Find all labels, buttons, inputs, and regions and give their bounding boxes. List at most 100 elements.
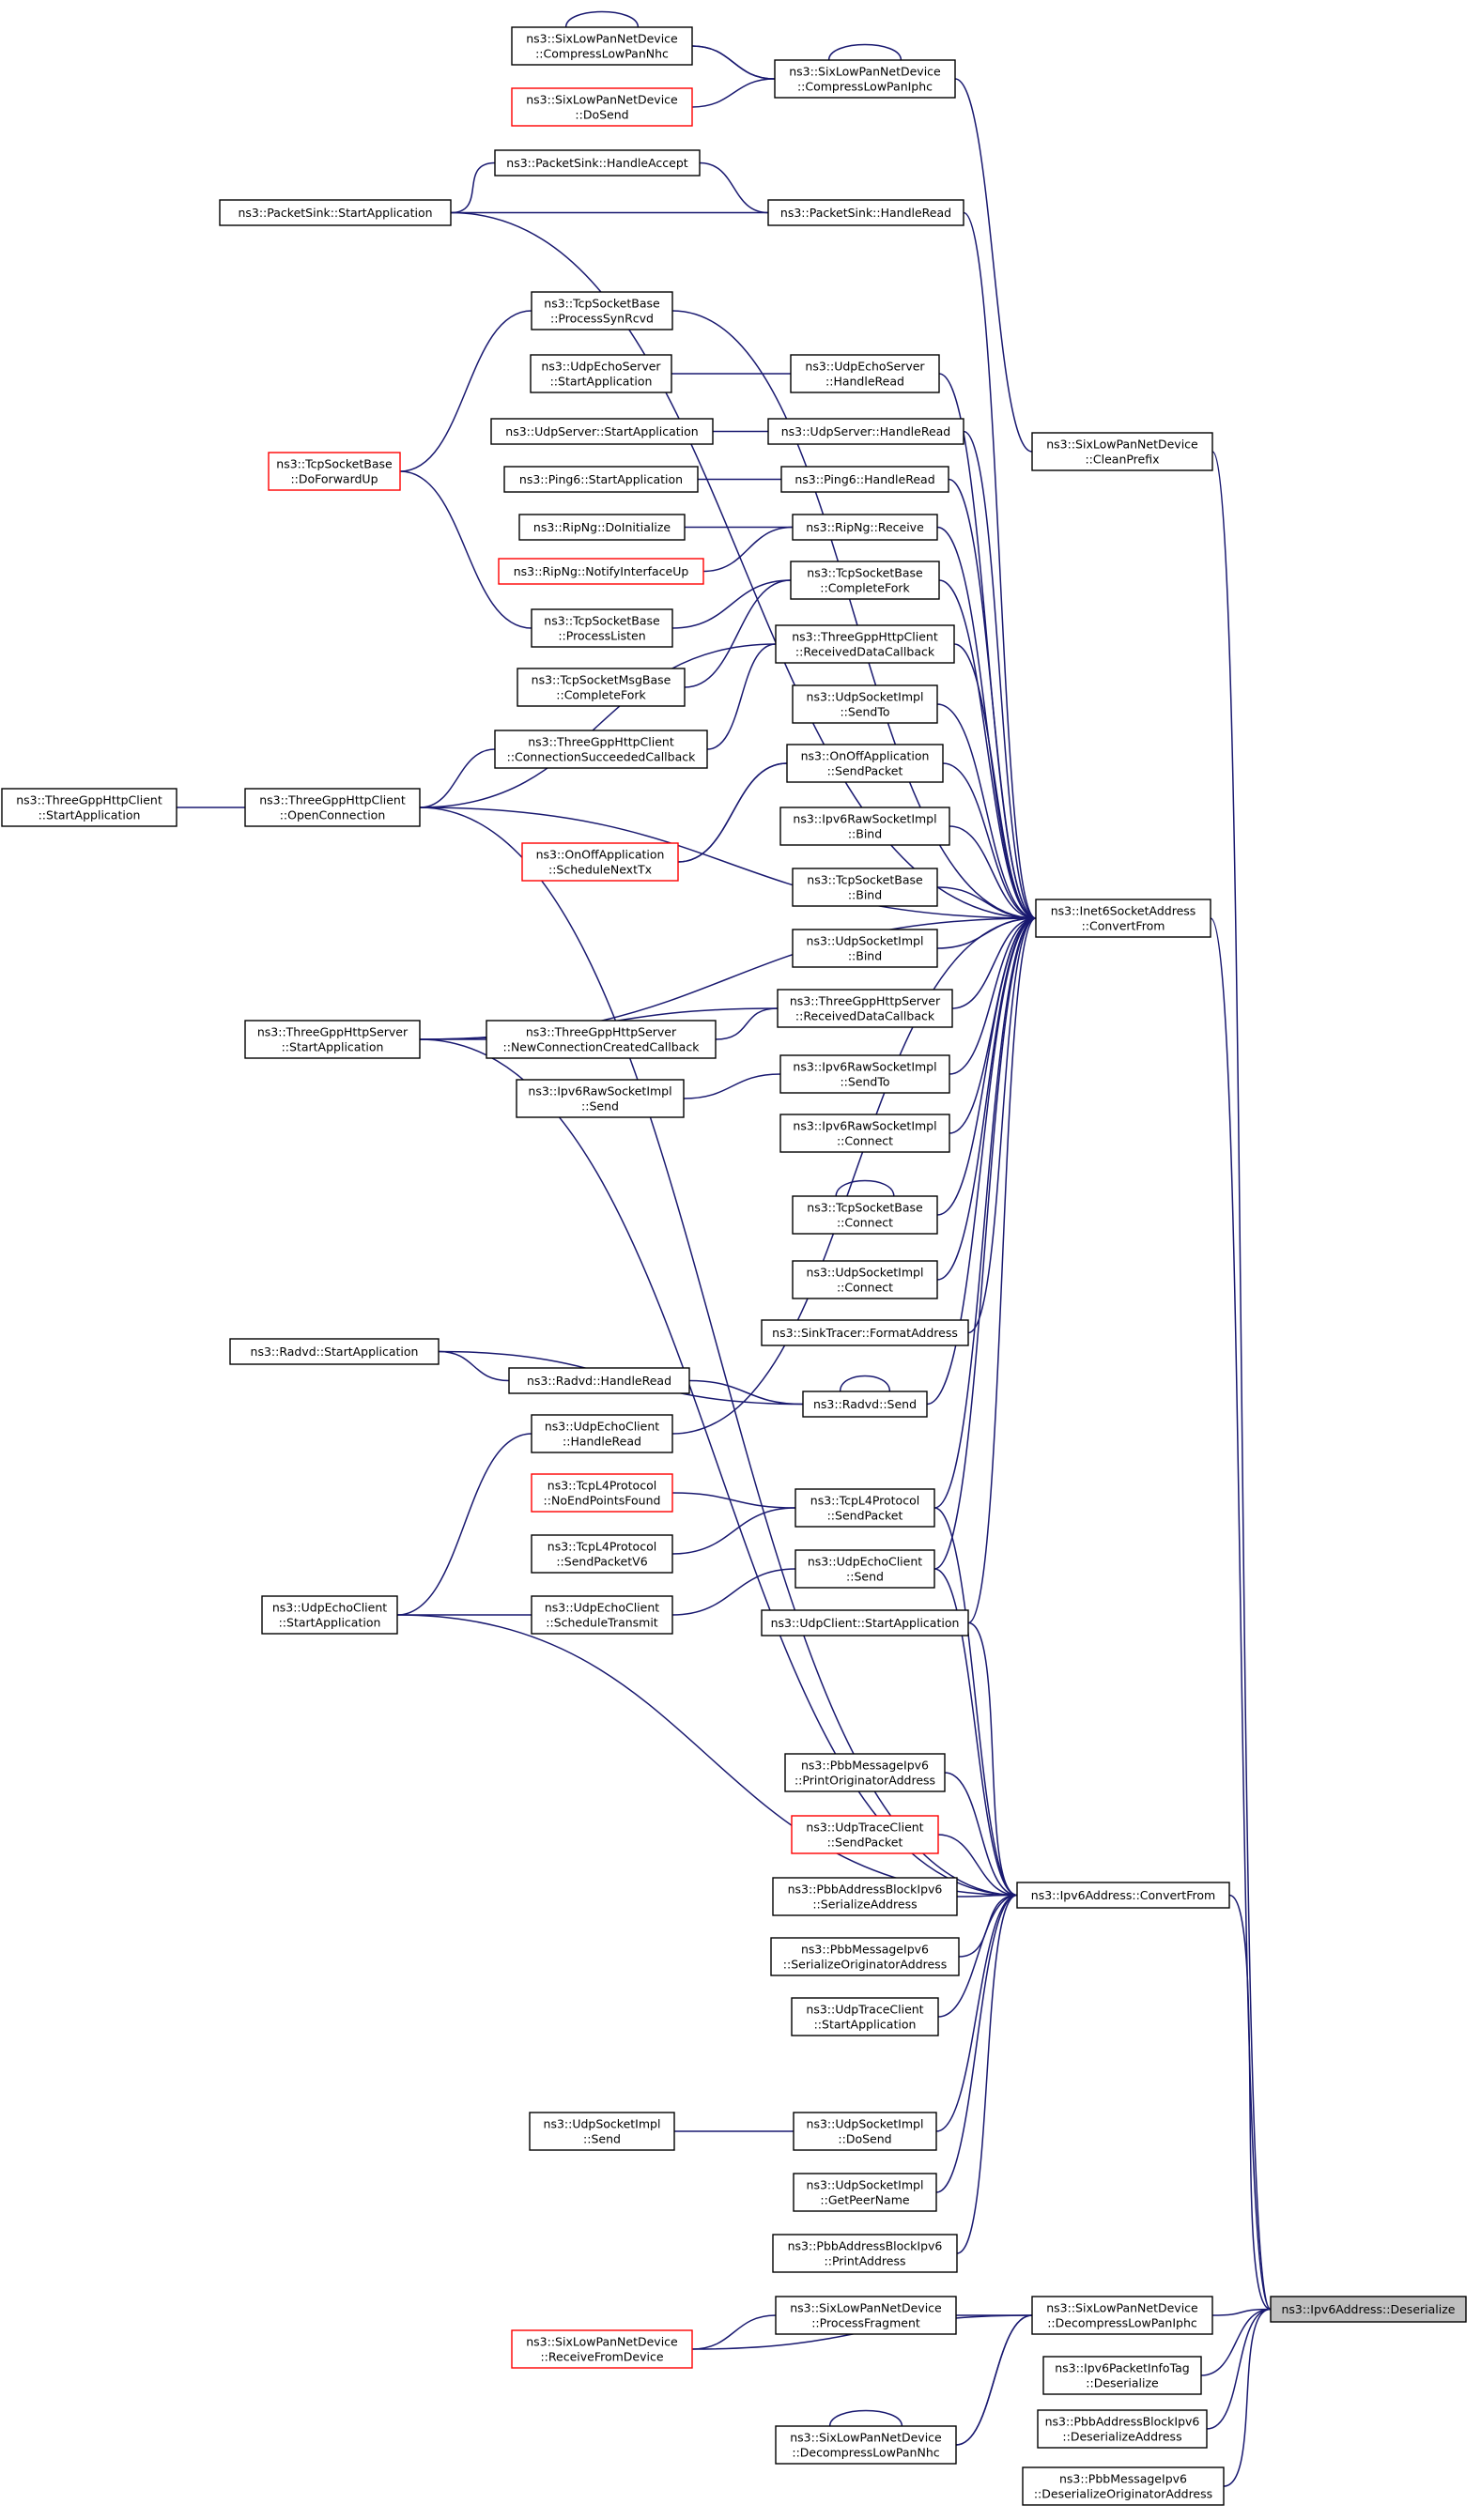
function-node[interactable]: ns3::UdpClient::StartApplication [761, 1609, 969, 1636]
function-node[interactable]: ns3::Ipv6RawSocketImpl::Bind [779, 807, 950, 846]
function-node[interactable]: ns3::PbbMessageIpv6::SerializeOriginator… [770, 1937, 960, 1976]
function-node[interactable]: ns3::UdpEchoServer::StartApplication [530, 354, 672, 393]
function-node[interactable]: ns3::SixLowPanNetDevice::CompressLowPanN… [511, 26, 693, 66]
function-node[interactable]: ns3::SixLowPanNetDevice::CompressLowPanI… [774, 59, 956, 99]
function-node[interactable]: ns3::ThreeGppHttpClient::ReceivedDataCal… [775, 624, 955, 664]
node-box [794, 1488, 935, 1528]
function-node[interactable]: ns3::PacketSink::HandleAccept [494, 149, 701, 177]
function-node[interactable]: ns3::UdpSocketImpl::Bind [792, 929, 938, 968]
call-edge [450, 158, 506, 214]
function-node[interactable]: ns3::TcpSocketMsgBase::CompleteFork [517, 668, 686, 707]
node-box [767, 418, 964, 445]
function-node[interactable]: ns3::PbbMessageIpv6::PrintOriginatorAddr… [784, 1753, 946, 1792]
function-node[interactable]: ns3::PbbAddressBlockIpv6::SerializeAddre… [772, 1877, 958, 1916]
function-node[interactable]: ns3::Ipv6RawSocketImpl::Connect [779, 1114, 950, 1153]
function-node[interactable]: ns3::UdpSocketImpl::SendTo [792, 684, 938, 724]
function-node[interactable]: ns3::TcpSocketBase::DoForwardUp [268, 452, 401, 491]
function-node[interactable]: ns3::SixLowPanNetDevice::CleanPrefix [1031, 432, 1213, 471]
function-node[interactable]: ns3::PbbMessageIpv6::DeserializeOriginat… [1022, 2466, 1225, 2506]
node-label: ns3::UdpSocketImpl [807, 1266, 924, 1280]
function-node[interactable]: ns3::ThreeGppHttpClient::OpenConnection [244, 788, 421, 827]
node-label: ns3::PbbMessageIpv6 [801, 1943, 929, 1957]
function-node[interactable]: ns3::PacketSink::StartApplication [219, 199, 452, 226]
function-node[interactable]: ns3::UdpEchoClient::StartApplication [261, 1595, 398, 1635]
function-node[interactable]: ns3::TcpSocketBase::CompleteFork [790, 561, 940, 600]
function-node[interactable]: ns3::ThreeGppHttpServer::StartApplicatio… [244, 1020, 421, 1059]
call-edge [438, 1350, 520, 1386]
function-node[interactable]: ns3::UdpTraceClient::SendPacket [791, 1815, 939, 1854]
function-node[interactable]: ns3::Radvd::HandleRead [508, 1367, 690, 1394]
function-node[interactable]: ns3::SixLowPanNetDevice::DoSend [511, 87, 693, 127]
root-node[interactable]: ns3::Ipv6Address::Deserialize [1270, 2296, 1467, 2323]
function-node[interactable]: ns3::ThreeGppHttpClient::StartApplicatio… [1, 788, 177, 827]
function-node[interactable]: ns3::UdpSocketImpl::GetPeerName [793, 2173, 937, 2212]
function-node[interactable]: ns3::Radvd::StartApplication [229, 1338, 440, 1365]
node-label: ::ReceivedDataCallback [795, 1009, 935, 1023]
node-label: ::CompressLowPanNhc [535, 47, 669, 61]
function-node[interactable]: ns3::SinkTracer::FormatAddress [761, 1319, 969, 1346]
node-label: ns3::OnOffApplication [801, 749, 930, 763]
function-node[interactable]: ns3::UdpSocketImpl::DoSend [793, 2112, 937, 2151]
call-edge [963, 211, 1047, 924]
call-edge [945, 2314, 1033, 2451]
function-node[interactable]: ns3::PbbAddressBlockIpv6::PrintAddress [772, 2234, 958, 2273]
function-node[interactable]: ns3::UdpEchoClient::Send [794, 1549, 935, 1589]
function-node[interactable]: ns3::PbbAddressBlockIpv6::DeserializeAdd… [1037, 2409, 1208, 2449]
function-node[interactable]: ns3::UdpEchoClient::HandleRead [531, 1414, 673, 1453]
node-box [531, 1595, 673, 1635]
call-edge [671, 310, 1047, 924]
nodes-layer: ns3::Ipv6Address::Deserialize ns3::Inet6S… [1, 26, 1467, 2506]
function-node[interactable]: ns3::TcpSocketBase::ProcessListen [531, 608, 673, 648]
node-label: ns3::Radvd::StartApplication [251, 1345, 419, 1359]
function-node[interactable]: ns3::Ping6::HandleRead [780, 466, 949, 493]
function-node[interactable]: ns3::Ipv6PacketInfoTag::Deserialize [1042, 2356, 1202, 2395]
function-node[interactable]: ns3::ThreeGppHttpServer::ReceivedDataCal… [777, 989, 953, 1028]
node-label: ns3::UdpSocketImpl [544, 2117, 661, 2131]
node-label: ns3::TcpSocketBase [807, 873, 923, 887]
node-box [770, 1937, 960, 1976]
function-node[interactable]: ns3::UdpSocketImpl::Send [529, 2112, 675, 2151]
function-node[interactable]: ns3::TcpSocketBase::ProcessSynRcvd [531, 291, 673, 330]
node-label: ::CompleteFork [556, 688, 646, 702]
function-node[interactable]: ns3::ThreeGppHttpClient::ConnectionSucce… [494, 730, 708, 769]
function-node[interactable]: ns3::UdpSocketImpl::Connect [792, 1260, 938, 1299]
function-node[interactable]: ns3::Ipv6Address::ConvertFrom [1016, 1882, 1230, 1909]
node-label: ns3::TcpL4Protocol [548, 1479, 656, 1493]
function-node[interactable]: ns3::RipNg::DoInitialize [518, 514, 686, 541]
function-node[interactable]: ns3::SixLowPanNetDevice::DecompressLowPa… [1031, 2296, 1213, 2335]
function-node[interactable]: ns3::UdpServer::StartApplication [490, 418, 714, 445]
function-node[interactable]: ns3::TcpL4Protocol::SendPacket [794, 1488, 935, 1528]
function-node[interactable]: ns3::UdpEchoServer::HandleRead [790, 354, 940, 393]
node-label: ::Send [583, 2132, 621, 2146]
function-node[interactable]: ns3::OnOffApplication::ScheduleNextTx [521, 842, 679, 882]
node-box [494, 730, 708, 769]
function-node[interactable]: ns3::UdpEchoClient::ScheduleTransmit [531, 1595, 673, 1635]
node-label: ns3::PbbMessageIpv6 [1059, 2472, 1187, 2486]
call-edge [933, 913, 1047, 1509]
function-node[interactable]: ns3::PacketSink::HandleRead [767, 199, 964, 226]
function-node[interactable]: ns3::Inet6SocketAddress::ConvertFrom [1035, 899, 1211, 938]
function-node[interactable]: ns3::TcpL4Protocol::SendPacketV6 [531, 1534, 673, 1574]
function-node[interactable]: ns3::SixLowPanNetDevice::ProcessFragment [775, 2296, 957, 2335]
function-node[interactable]: ns3::TcpSocketBase::Bind [792, 868, 938, 907]
function-node[interactable]: ns3::UdpTraceClient::StartApplication [791, 1997, 939, 2036]
node-label: ns3::Radvd::HandleRead [527, 1374, 671, 1388]
function-node[interactable]: ns3::Radvd::Send [802, 1391, 928, 1418]
call-edge [1200, 2304, 1282, 2376]
function-node[interactable]: ns3::TcpSocketBase::Connect [792, 1195, 938, 1235]
function-node[interactable]: ns3::SixLowPanNetDevice::DecompressLowPa… [775, 2425, 957, 2465]
function-node[interactable]: ns3::SixLowPanNetDevice::ReceiveFromDevi… [511, 2329, 693, 2369]
node-label: ns3::SixLowPanNetDevice [1046, 438, 1198, 452]
function-node[interactable]: ns3::RipNg::NotifyInterfaceUp [498, 558, 704, 585]
function-node[interactable]: ns3::TcpL4Protocol::NoEndPointsFound [531, 1473, 673, 1513]
node-label: ns3::SixLowPanNetDevice [789, 65, 941, 79]
function-node[interactable]: ns3::OnOffApplication::SendPacket [786, 744, 944, 783]
call-edge [825, 2409, 903, 2437]
function-node[interactable]: ns3::UdpServer::HandleRead [767, 418, 964, 445]
function-node[interactable]: ns3::Ipv6RawSocketImpl::SendTo [779, 1054, 950, 1094]
node-label: ::Send [581, 1099, 619, 1114]
function-node[interactable]: ns3::Ping6::StartApplication [503, 466, 699, 493]
function-node[interactable]: ns3::RipNg::Receive [792, 514, 938, 541]
function-node[interactable]: ns3::Ipv6RawSocketImpl::Send [516, 1079, 685, 1118]
function-node[interactable]: ns3::ThreeGppHttpServer::NewConnectionCr… [486, 1020, 717, 1059]
